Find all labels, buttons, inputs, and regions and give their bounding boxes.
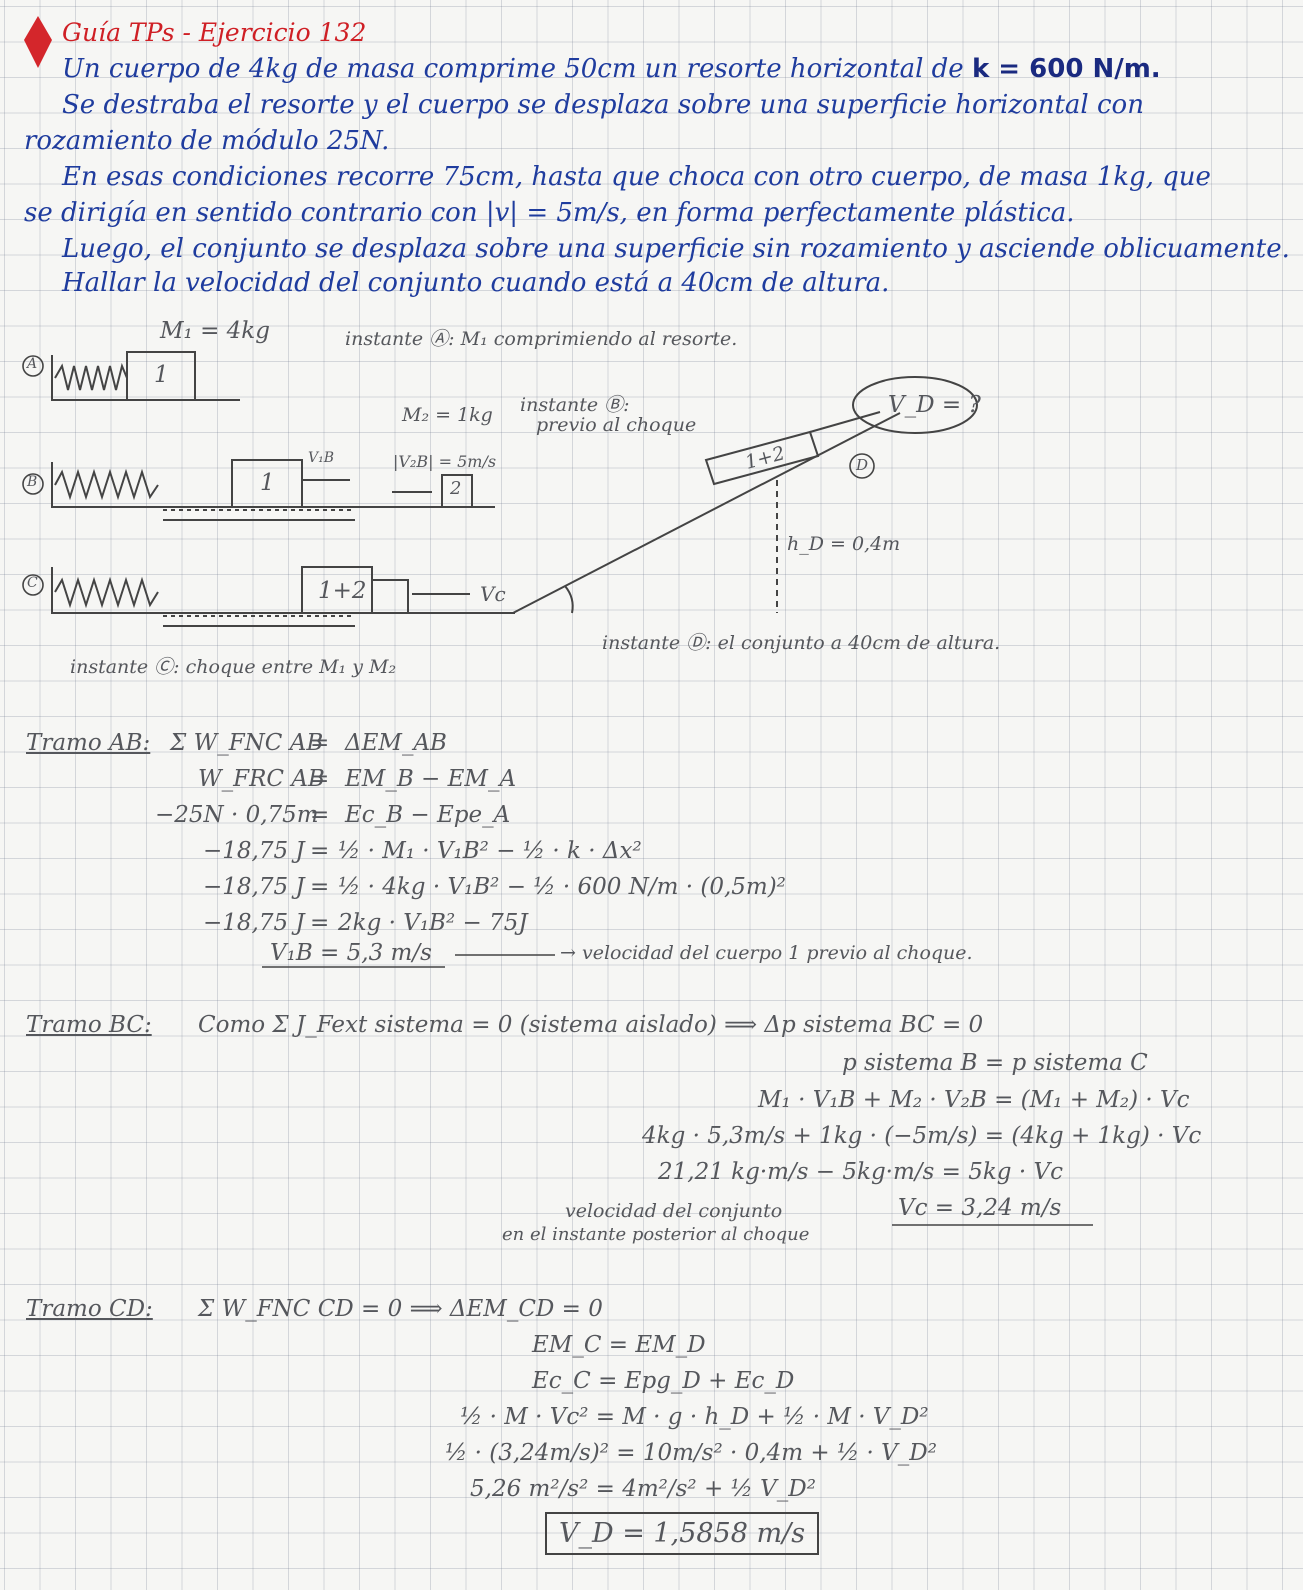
cd-line-1: Σ W_FNC CD = 0 ⟹ ΔEM_CD = 0 — [198, 1296, 603, 1322]
hd-label: h_D = 0,4m — [787, 533, 901, 555]
ab-row-5-eq: = — [310, 910, 330, 936]
statement-line-2: Se destraba el resorte y el cuerpo se de… — [62, 90, 1144, 120]
statement-line-3: rozamiento de módulo 25N. — [24, 126, 390, 156]
ab-row-1-lhs: W_FRC AB — [198, 766, 325, 792]
label-d: D — [856, 456, 869, 474]
ab-row-4-lhs: −18,75 J — [203, 874, 305, 900]
statement-line-5: se dirigía en sentido contrario con |v| … — [24, 198, 1075, 228]
bc-line-1: Como Σ J_Fext sistema = 0 (sistema aisla… — [198, 1012, 984, 1038]
statement-line-6: Luego, el conjunto se desplaza sobre una… — [62, 234, 1290, 264]
ab-row-2-lhs: −25N · 0,75m — [155, 802, 319, 828]
ab-row-4-eq: = — [310, 874, 330, 900]
cd-line-5: ½ · (3,24m/s)² = 10m/s² · 0,4m + ½ · V_D… — [445, 1440, 937, 1466]
instant-b-note: previo al choque — [536, 414, 697, 436]
ab-row-0-lhs: Σ W_FNC AB — [170, 730, 324, 756]
vc-label: Vc — [480, 582, 506, 606]
bc-line-5: 21,21 kg·m/s − 5kg·m/s = 5kg · Vc — [658, 1159, 1063, 1185]
label-a: A — [27, 356, 38, 372]
ab-result-note: → velocidad del cuerpo 1 previo al choqu… — [560, 942, 973, 964]
circled-letters — [22, 355, 875, 596]
scene-c — [51, 376, 978, 627]
statement-line-1-text: Un cuerpo de 4kg de masa comprime 50cm u… — [62, 54, 972, 84]
instant-b-label: instante Ⓑ: — [520, 394, 630, 416]
tramo-bc-title: Tramo BC: — [26, 1012, 152, 1038]
bc-line-3: M₁ · V₁B + M₂ · V₂B = (M₁ + M₂) · Vc — [758, 1087, 1190, 1113]
red-diamond-icon — [24, 16, 52, 68]
box-2-b: 2 — [450, 478, 462, 499]
cd-line-6: 5,26 m²/s² = 4m²/s² + ½ V_D² — [470, 1476, 816, 1502]
cd-line-4: ½ · M · Vc² = M · g · h_D + ½ · M · V_D² — [460, 1404, 929, 1430]
ab-row-1-rhs: EM_B − EM_A — [345, 766, 517, 792]
bc-note-2: en el instante posterior al choque — [502, 1224, 810, 1245]
ab-row-4-rhs: ½ · 4kg · V₁B² − ½ · 600 N/m · (0,5m)² — [338, 874, 786, 900]
vd-label: V_D = ? — [888, 392, 981, 418]
instant-a-label: instante Ⓐ: M₁ comprimiendo al resorte. — [345, 328, 738, 350]
tramo-cd-title: Tramo CD: — [26, 1296, 153, 1322]
ab-row-3-rhs: ½ · M₁ · V₁B² − ½ · k · Δx² — [338, 838, 642, 864]
v1b-label: V₁B — [308, 450, 335, 466]
cd-line-3: Ec_C = Epg_D + Ec_D — [532, 1368, 795, 1394]
statement-line-4: En esas condiciones recorre 75cm, hasta … — [62, 162, 1211, 192]
ab-row-2-eq: = — [310, 802, 330, 828]
cd-result: V_D = 1,5858 m/s — [545, 1512, 820, 1555]
label-c: C — [27, 575, 38, 591]
ab-row-0-eq: = — [310, 730, 330, 756]
v2b-label: |V₂B| = 5m/s — [393, 452, 497, 471]
cd-line-2: EM_C = EM_D — [532, 1332, 706, 1358]
instant-d-label: instante Ⓓ: el conjunto a 40cm de altura… — [602, 632, 1001, 654]
ab-row-5-lhs: −18,75 J — [203, 910, 305, 936]
mass-1-label: M₁ = 4kg — [160, 318, 270, 344]
scene-b — [51, 459, 495, 521]
bc-result: Vc = 3,24 m/s — [898, 1195, 1062, 1221]
ab-row-3-eq: = — [310, 838, 330, 864]
ab-row-1-eq: = — [310, 766, 330, 792]
bc-line-2: p sistema B = p sistema C — [842, 1050, 1148, 1076]
bc-note-1: velocidad del conjunto — [565, 1200, 783, 1222]
tramo-ab-title: Tramo AB: — [26, 730, 151, 756]
box-1-a: 1 — [154, 362, 169, 388]
ab-row-0-rhs: ΔEM_AB — [345, 730, 447, 756]
statement-line-7: Hallar la velocidad del conjunto cuando … — [62, 268, 890, 298]
ab-result: V₁B = 5,3 m/s — [270, 940, 432, 966]
scene-a — [51, 351, 240, 401]
bc-line-4: 4kg · 5,3m/s + 1kg · (−5m/s) = (4kg + 1k… — [642, 1123, 1202, 1149]
spring-constant: k = 600 N/m. — [971, 54, 1161, 84]
label-b: B — [27, 474, 38, 490]
mass-2-label: M₂ = 1kg — [402, 404, 493, 426]
ab-row-2-rhs: Ec_B − Epe_A — [345, 802, 511, 828]
ab-row-3-lhs: −18,75 J — [203, 838, 305, 864]
ab-row-5-rhs: 2kg · V₁B² − 75J — [338, 910, 528, 936]
instant-c-label: instante Ⓒ: choque entre M₁ y M₂ — [70, 656, 397, 678]
page-title: Guía TPs - Ejercicio 132 — [62, 18, 367, 47]
box-1-b: 1 — [260, 470, 275, 496]
statement-line-1: Un cuerpo de 4kg de masa comprime 50cm u… — [62, 54, 1161, 84]
box-12-c: 1+2 — [318, 578, 367, 604]
